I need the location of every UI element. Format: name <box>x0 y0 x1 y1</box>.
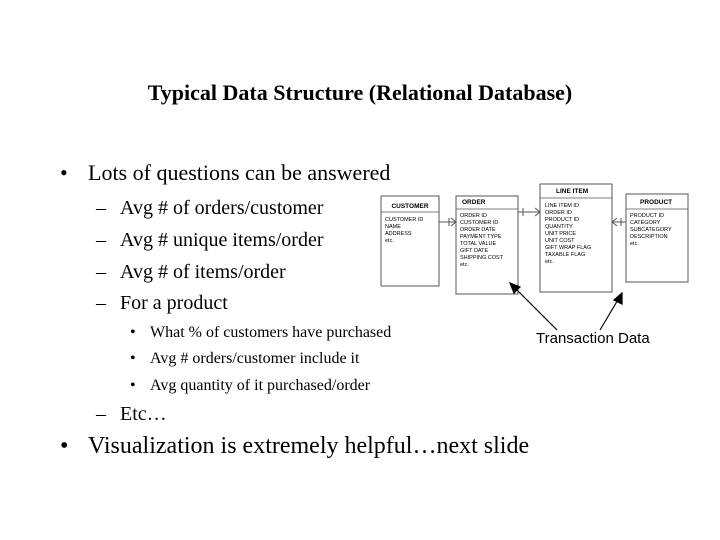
entity-field: SUBCATEGORY <box>630 227 672 233</box>
entity-field: etc. <box>630 241 639 247</box>
entity-field: PRODUCT ID <box>545 217 579 223</box>
product-item-text: Avg quantity of it purchased/order <box>150 377 371 394</box>
dash-icon: – <box>96 229 106 251</box>
entity-field: TOTAL VALUE <box>460 241 497 247</box>
entity-field: SHIPPING COST <box>460 255 504 261</box>
entity-field: ORDER DATE <box>460 227 496 233</box>
bullet-dot-icon: • <box>130 377 136 394</box>
dash-icon: – <box>96 197 106 219</box>
entity-field: etc. <box>385 238 394 244</box>
product-item-text: What % of customers have purchased <box>150 324 392 341</box>
transaction-data-caption: Transaction Data <box>536 330 650 347</box>
entity-field: TAXABLE FLAG <box>545 252 585 258</box>
arrow-line <box>599 297 620 331</box>
sub-item-text: For a product <box>120 292 228 314</box>
sub-item-text: Avg # unique items/order <box>120 229 324 251</box>
entity-name: ORDER <box>462 199 486 206</box>
arrow-head-icon <box>612 291 623 305</box>
entity-field: GIFT WRAP FLAG <box>545 245 591 251</box>
entity-field: ORDER ID <box>460 213 487 219</box>
sub-item-text: Avg # of items/order <box>120 261 286 283</box>
arrow-line <box>513 286 558 331</box>
customer-entity: CUSTOMER CUSTOMER ID NAME ADDRESS etc. <box>380 195 440 287</box>
bullet-dot-icon: • <box>60 160 68 185</box>
entity-field: LINE ITEM ID <box>545 203 579 209</box>
line-item-entity: LINE ITEM LINE ITEM ID ORDER ID PRODUCT … <box>539 183 613 293</box>
entity-field: PRODUCT ID <box>630 213 664 219</box>
entity-field: QUANTITY <box>545 224 573 230</box>
sub-item: –Avg # unique items/order <box>96 229 323 252</box>
bullet-dot-icon: • <box>130 350 136 367</box>
product-item: • Avg quantity of it purchased/order <box>130 377 370 395</box>
entity-field: DESCRIPTION <box>630 234 668 240</box>
dash-icon: – <box>96 403 106 425</box>
entity-field: CATEGORY <box>630 220 661 226</box>
entity-field: UNIT COST <box>545 238 575 244</box>
entity-field: etc. <box>545 259 554 265</box>
bullet-dot-icon: • <box>130 324 136 341</box>
sub-item-text: Avg # of orders/customer <box>120 197 324 219</box>
bullet-last: • Visualization is extremely helpful…next… <box>60 433 529 460</box>
entity-name: LINE ITEM <box>556 188 588 195</box>
slide-title: Typical Data Structure (Relational Datab… <box>147 80 573 105</box>
sub-item: –Avg # of items/order <box>96 261 286 284</box>
dash-icon: – <box>96 261 106 283</box>
product-item: • What % of customers have purchased <box>130 324 391 342</box>
relationship-lines <box>439 207 626 227</box>
lineitem-product-link <box>611 217 626 227</box>
sub-item: –For a product <box>96 292 228 315</box>
bullet-main-text: Lots of questions can be answered <box>88 160 391 185</box>
entity-name: PRODUCT <box>640 199 672 206</box>
entity-field: PAYMENT TYPE <box>460 234 502 240</box>
entity-field: GIFT DATE <box>460 248 489 254</box>
product-item: • Avg # orders/customer include it <box>130 350 359 368</box>
entity-field: ORDER ID <box>545 210 572 216</box>
pointer-arrows <box>508 281 623 331</box>
sub-item: –Avg # of orders/customer <box>96 197 323 220</box>
entity-field: NAME <box>385 224 401 230</box>
order-entity: ORDER ORDER ID CUSTOMER ID ORDER DATE PA… <box>455 195 519 295</box>
product-entity: PRODUCT PRODUCT ID CATEGORY SUBCATEGORY … <box>625 193 689 283</box>
entity-field: UNIT PRICE <box>545 231 576 237</box>
arrow-head-icon <box>508 281 522 295</box>
bullet-last-text: Visualization is extremely helpful…next … <box>88 433 530 459</box>
order-lineitem-link <box>518 207 541 217</box>
customer-order-link <box>439 217 457 227</box>
etc-item: –Etc… <box>96 403 167 426</box>
dash-icon: – <box>96 292 106 314</box>
entity-field: etc. <box>460 262 469 268</box>
entity-field: CUSTOMER ID <box>460 220 498 226</box>
entity-field: ADDRESS <box>385 231 412 237</box>
bullet-main: • Lots of questions can be answered <box>60 160 390 186</box>
entity-field: CUSTOMER ID <box>385 217 423 223</box>
product-item-text: Avg # orders/customer include it <box>150 350 360 367</box>
bullet-dot-icon: • <box>60 433 69 459</box>
entity-name: CUSTOMER <box>391 203 428 210</box>
etc-text: Etc… <box>120 403 167 425</box>
